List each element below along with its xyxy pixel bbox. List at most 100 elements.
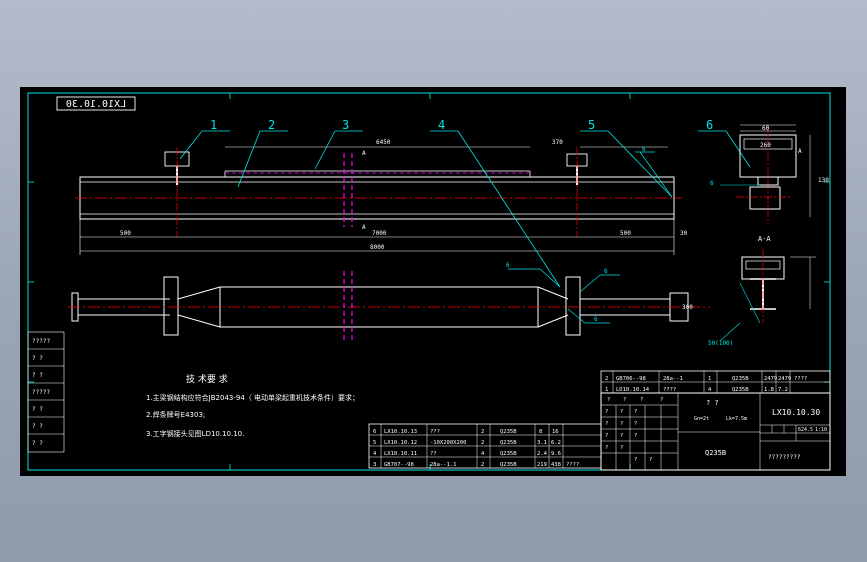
part-balloon-3: 3 — [342, 118, 349, 132]
bom-cell: 5 — [373, 440, 376, 446]
title-scale: 1:10 — [815, 427, 827, 433]
bom-cell: 2 — [605, 376, 608, 382]
title-name: ? ? — [706, 399, 719, 407]
notes-item-2: 2.焊条牌号E4303; — [146, 410, 205, 419]
tb-mark: ? — [620, 445, 623, 451]
tb-mark: ? — [660, 397, 663, 403]
left-stamp-3: ? ? — [32, 372, 43, 379]
tb-mark: ? — [605, 433, 608, 439]
drawing-canvas[interactable]: LX10.10.30 6450 370 500 7000 500 8000 — [20, 87, 846, 476]
beam-elevation — [75, 147, 682, 237]
dim-section-top: 60 — [762, 125, 770, 132]
tb-mark: ? — [623, 397, 626, 403]
bom-cell: -10X200X200 — [430, 440, 466, 446]
ref-number: LX10.10.30 — [66, 99, 126, 110]
left-stamp-frame — [27, 331, 65, 453]
bom-cell: ???? — [566, 462, 579, 468]
bom-cell: ???? — [794, 376, 807, 382]
section-view-a — [720, 124, 811, 225]
bom-cell: 4 — [708, 387, 712, 393]
bom-cell: 9.6 — [551, 451, 561, 457]
bom-cell: 1.8 — [764, 387, 774, 393]
dim-top-right: 370 — [552, 139, 563, 146]
dim-right-tail: 30 — [680, 230, 688, 237]
bom-cell: ?? — [430, 451, 437, 457]
left-stamps: ????? ? ? ? ? ????? ? ? ? ? ? ? — [32, 338, 50, 447]
tb-mark: ? — [620, 421, 623, 427]
bom-cell: LD10.10.14 — [616, 387, 650, 393]
cad-drawing[interactable]: LX10.10.30 6450 370 500 7000 500 8000 — [20, 87, 846, 476]
elevation-dimensions — [79, 146, 675, 255]
notes-item-1: 1.主梁钢结构应符合JB2043-94（ 电动单梁起重机技术条件）要求； — [146, 393, 359, 402]
bom-cell: 8 — [539, 429, 542, 435]
section-label-aa: A-A — [758, 235, 771, 243]
section-view-b — [719, 249, 816, 342]
bom-cell: Q235B — [732, 376, 749, 382]
bom-cell: LX10.10.11 — [384, 451, 417, 457]
part-balloon-5: 5 — [588, 118, 595, 132]
weld-mark-1: 6 — [642, 146, 646, 153]
section-label-a: A — [798, 148, 802, 155]
title-block-frame — [600, 392, 831, 471]
tb-mark: ? — [634, 409, 637, 415]
bom-cell: 2 — [481, 440, 484, 446]
bom-cell: 4 — [481, 451, 485, 457]
weld-mark-5: 6 — [710, 180, 714, 187]
weld-mark-3: 6 — [604, 268, 608, 275]
bom-cell: 4 — [373, 451, 377, 457]
title-block-marks: ? ? ? ? ? ? ? ? ? ? ? ? ? ? ? ? ? — [605, 397, 663, 463]
notes-item-3: 3.工字钢接头见图LD10.10.10. — [146, 429, 244, 438]
bom-cell: 2479 — [764, 376, 777, 382]
part-leaders — [179, 130, 751, 288]
bom-cell: 3.1 — [537, 440, 547, 446]
bom-cell: 2.4 — [537, 451, 548, 457]
bom-cell: 6.2 — [551, 440, 561, 446]
tb-mark: ? — [649, 457, 652, 463]
bom-cell: 1 — [708, 376, 711, 382]
tb-mark: ? — [634, 457, 637, 463]
bom-cell: 2479 — [778, 376, 791, 382]
dim-overall: 8000 — [370, 244, 385, 251]
notes-heading: 技 术要 求 — [186, 373, 228, 385]
bom-cell: LX10.10.13 — [384, 429, 417, 435]
tb-mark: ? — [607, 397, 610, 403]
title-spec-left: Gn=2t — [694, 416, 709, 422]
section-mark-a-top: A — [362, 150, 366, 157]
bom-cell: 28a--1.1 — [430, 462, 457, 468]
bom-cell: Q235B — [500, 451, 517, 457]
bom-lower-rows: 6 LX10.10.13 ??? 2 Q235B 8 16 5 LX10.10.… — [373, 429, 579, 468]
section-mark-a-bottom: A — [362, 224, 366, 231]
tb-mark: ? — [634, 421, 637, 427]
tb-mark: ? — [620, 409, 623, 415]
weld-mark-4: 6 — [594, 316, 598, 323]
dim-section-width: 260 — [760, 142, 771, 149]
title-spec-right: Lk=7.5m — [726, 416, 747, 422]
tb-mark: ? — [605, 421, 608, 427]
tb-mark: ? — [634, 433, 637, 439]
left-stamp-2: ? ? — [32, 355, 43, 362]
dim-left-end: 500 — [120, 230, 131, 237]
part-balloon-4: 4 — [438, 118, 445, 132]
bom-cell: Q235B — [500, 429, 517, 435]
weld-leaders — [508, 151, 673, 324]
bom-cell: 2 — [481, 429, 484, 435]
bom-cell: 3 — [373, 462, 376, 468]
bom-cell: 1 — [605, 387, 608, 393]
bom-upper-rows: 2 GB706--98 28a--1 1 Q235B 2479 2479 ???… — [605, 376, 807, 393]
bom-cell: Q235B — [500, 440, 517, 446]
left-stamp-1: ????? — [32, 338, 50, 345]
tb-mark: ? — [605, 409, 608, 415]
dim-center: 7000 — [372, 230, 387, 237]
part-balloon-1: 1 — [210, 118, 217, 132]
beam-plan — [68, 271, 710, 343]
bom-cell: 438 — [551, 462, 561, 468]
bom-cell: Q235B — [500, 462, 517, 468]
title-drawing-no: LX10.10.30 — [772, 408, 820, 417]
title-company: ????????? — [768, 454, 801, 461]
bom-cell: LX10.10.12 — [384, 440, 417, 446]
bom-cell: Q235B — [732, 387, 749, 393]
left-stamp-5: ? ? — [32, 406, 43, 413]
weld-mark-2: 6 — [506, 262, 510, 269]
bom-cell: 16 — [552, 429, 559, 435]
title-material: Q235B — [705, 449, 726, 457]
